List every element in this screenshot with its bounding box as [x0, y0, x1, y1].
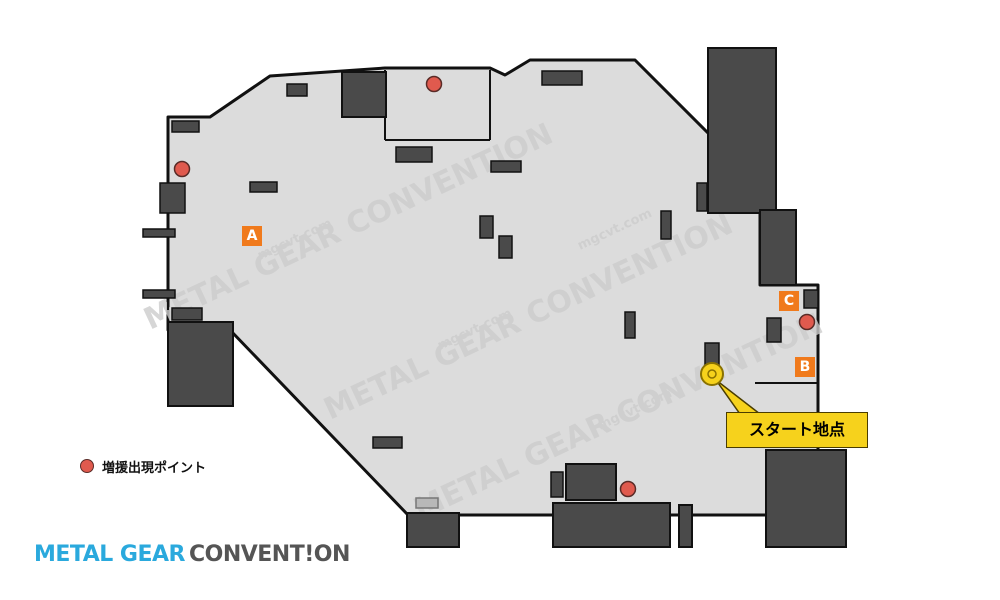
reinforcement-spawn-dot-icon — [80, 459, 94, 473]
zone-label-a: A — [242, 226, 262, 246]
structures — [167, 47, 847, 548]
structure-right-mid — [759, 209, 797, 286]
structure-top-block — [341, 71, 387, 118]
structure-right-lower — [765, 449, 847, 548]
spawn-points — [173, 75, 816, 498]
obstacles — [142, 70, 819, 509]
logo-part-1: METAL GEAR — [34, 542, 185, 567]
structure-left-block — [167, 321, 234, 407]
structure-bottom-left — [406, 512, 460, 548]
structure-right-tower — [707, 47, 777, 214]
zone-label-b: B — [795, 357, 815, 377]
spawn-point — [173, 160, 191, 178]
legend-label: 増援出現ポイント — [102, 460, 207, 476]
spawn-point — [425, 75, 443, 93]
start-point-label: スタート地点 — [726, 412, 868, 448]
spawn-point — [798, 313, 816, 331]
zone-label-c: C — [779, 291, 799, 311]
spawn-point — [619, 480, 637, 498]
logo-part-2: CONVENT!ON — [188, 542, 350, 567]
structure-bottom-center — [552, 502, 671, 548]
start-point-icon — [700, 362, 724, 386]
structure-bottom-center-top — [565, 463, 617, 501]
structure-bottom-right-post — [678, 504, 693, 548]
legend: 増援出現ポイント — [80, 456, 206, 476]
